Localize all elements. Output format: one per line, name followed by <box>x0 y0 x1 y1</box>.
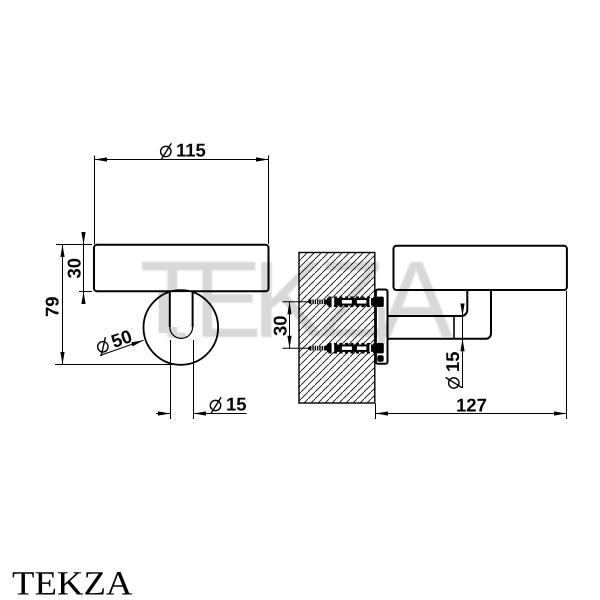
svg-text:15: 15 <box>442 351 463 372</box>
svg-text:30: 30 <box>270 315 291 336</box>
svg-text:TEKZA: TEKZA <box>12 565 133 600</box>
svg-text:A: A <box>379 239 453 361</box>
svg-text:15: 15 <box>226 394 247 415</box>
svg-text:127: 127 <box>456 395 487 416</box>
svg-text:30: 30 <box>64 258 85 279</box>
svg-text:115: 115 <box>176 140 206 161</box>
svg-text:79: 79 <box>42 296 63 317</box>
